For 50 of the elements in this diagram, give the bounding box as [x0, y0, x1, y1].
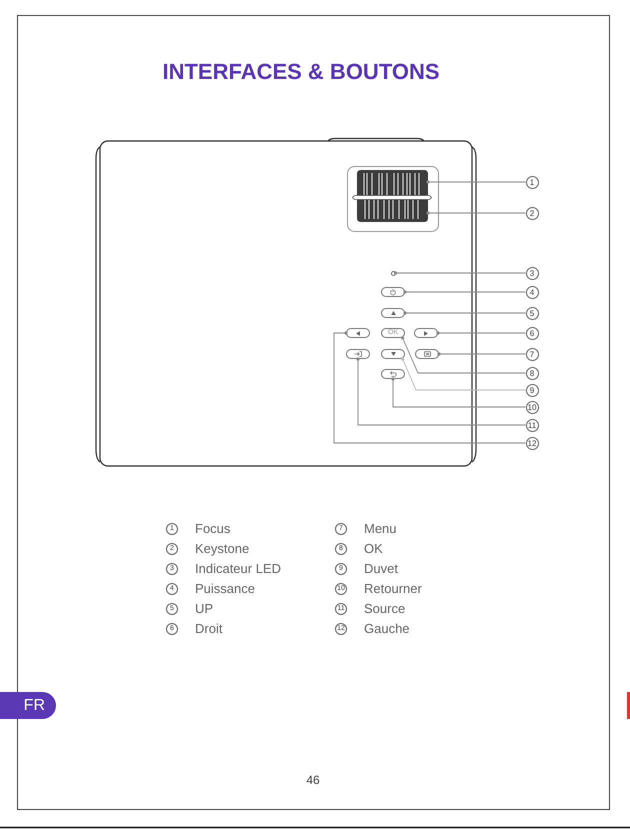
leader-line: [401, 357, 526, 390]
part-name: Gauche: [364, 621, 410, 637]
right-button: [414, 328, 438, 338]
callout-number: 1: [526, 176, 538, 188]
callout-number: 12: [526, 436, 538, 450]
part-name: Focus: [195, 521, 230, 537]
indicator-light: [390, 270, 396, 276]
part-name: OK: [364, 541, 383, 557]
callout-number: 4: [526, 286, 538, 298]
part-name: Duvet: [364, 561, 398, 577]
return-button: [381, 369, 405, 379]
leader-line: [394, 271, 526, 275]
callout-number: 11: [526, 418, 538, 432]
part-name: Indicateur LED: [195, 561, 281, 577]
focus-wheel: [357, 170, 428, 196]
page-title: INTERFACES & BOUTONS: [162, 61, 440, 83]
down-button: [381, 349, 405, 359]
leader-line: [356, 357, 526, 426]
left-button: [346, 328, 370, 338]
leader-line: [437, 352, 526, 356]
part-name: Source: [364, 601, 406, 617]
source-button: [346, 349, 370, 359]
part-name: UP: [195, 601, 214, 617]
menu-button: [415, 349, 439, 359]
callout-number: 3: [526, 266, 538, 280]
leader-line: [403, 290, 526, 294]
callout-number: 2: [526, 206, 538, 220]
part-name: Puissance: [195, 581, 255, 597]
part-name: Menu: [364, 521, 397, 537]
leader-line: [403, 311, 526, 315]
power-button: [381, 287, 405, 297]
callout-number: 8: [526, 366, 538, 380]
callout-number: 9: [526, 384, 538, 396]
part-name: Droit: [195, 621, 222, 637]
leader-line: [426, 180, 526, 184]
leader-line: [334, 331, 526, 444]
leader-line: [401, 336, 526, 374]
leader-line: [436, 331, 526, 335]
up-button: [381, 308, 405, 318]
leader-line: [426, 211, 526, 215]
page-number: 46: [306, 773, 320, 787]
keystone-wheel: [357, 199, 428, 222]
callout-number: 5: [526, 306, 538, 320]
callout-number: 7: [526, 348, 538, 360]
leader-line: [391, 377, 526, 408]
callout-number: 10: [526, 400, 538, 414]
language-tab: FR: [0, 692, 56, 719]
part-name: Keystone: [195, 541, 250, 557]
callout-number: 6: [526, 326, 538, 340]
part-name: Retourner: [364, 581, 422, 597]
